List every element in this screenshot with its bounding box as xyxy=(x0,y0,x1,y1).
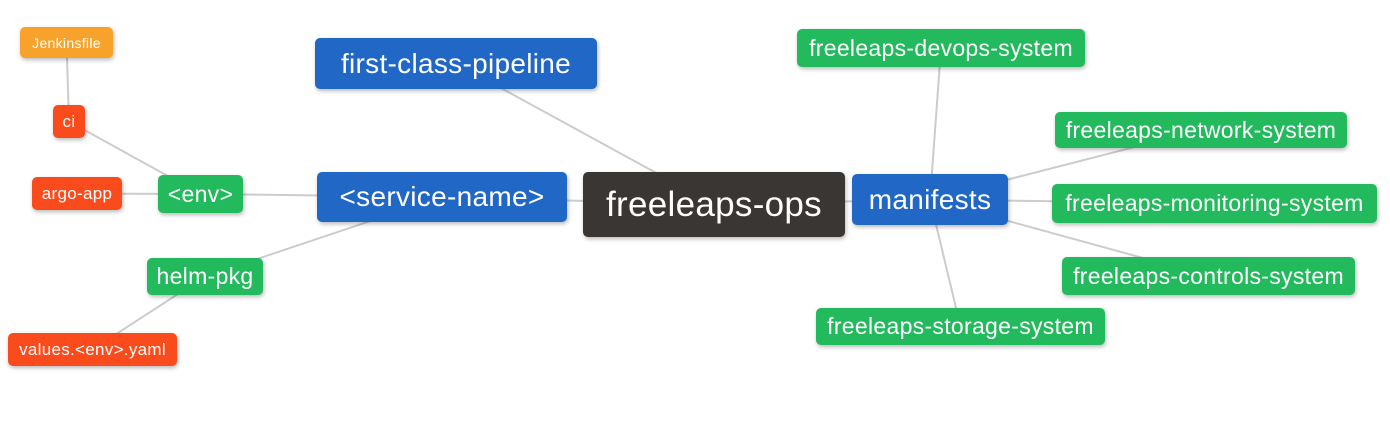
node-storage-system[interactable]: freeleaps-storage-system xyxy=(816,308,1105,345)
node-ci[interactable]: ci xyxy=(53,105,85,138)
node-first-class-pipeline[interactable]: first-class-pipeline xyxy=(315,38,597,89)
node-devops-system[interactable]: freeleaps-devops-system xyxy=(797,29,1085,67)
node-argo-app[interactable]: argo-app xyxy=(32,177,122,210)
node-helm-pkg[interactable]: helm-pkg xyxy=(147,258,263,295)
node-values-env-yaml[interactable]: values.<env>.yaml xyxy=(8,333,177,366)
node-monitoring-system[interactable]: freeleaps-monitoring-system xyxy=(1052,184,1377,223)
node-network-system[interactable]: freeleaps-network-system xyxy=(1055,112,1347,148)
node-controls-system[interactable]: freeleaps-controls-system xyxy=(1062,257,1355,295)
node-freeleaps-ops[interactable]: freeleaps-ops xyxy=(583,172,845,237)
node-jenkinsfile[interactable]: Jenkinsfile xyxy=(20,27,113,58)
node-env[interactable]: <env> xyxy=(158,175,243,213)
node-manifests[interactable]: manifests xyxy=(852,174,1008,225)
node-service-name[interactable]: <service-name> xyxy=(317,172,567,222)
